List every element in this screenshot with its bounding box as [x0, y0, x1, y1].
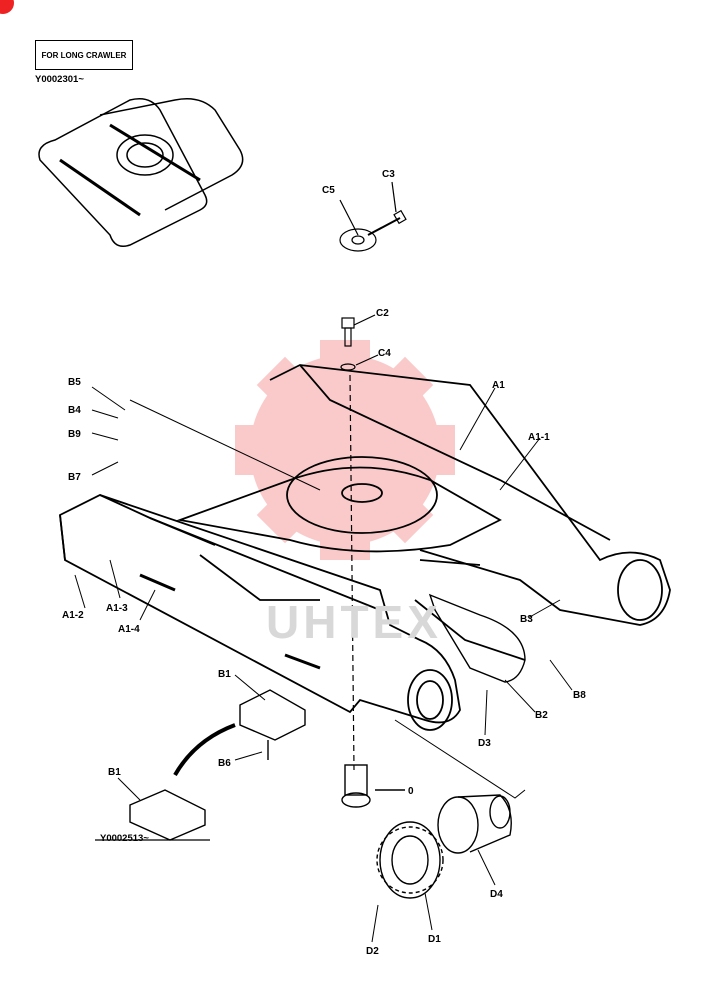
callout-A1-4: A1-4: [118, 624, 140, 635]
callout-D3: D3: [478, 738, 491, 749]
b1-guide-lower: [129, 789, 206, 841]
callout-D1: D1: [428, 934, 441, 945]
corner-badge: [0, 0, 14, 14]
callout-B3: B3: [520, 614, 533, 625]
d1-sprocket: [376, 821, 444, 899]
callout-leaders: [74, 386, 573, 943]
callout-D4: D4: [490, 889, 503, 900]
callout-B4: B4: [68, 405, 81, 416]
b2-cover: [428, 593, 526, 683]
b1-change-arrow: [173, 723, 236, 776]
swivel-joint: [341, 764, 405, 808]
c2-c4-parts: [340, 314, 379, 771]
callout-A1-2: A1-2: [62, 610, 84, 621]
track-frame: [59, 364, 671, 731]
callout-C3: C3: [382, 169, 395, 180]
d4-travel-motor: [437, 794, 512, 854]
callout-B8: B8: [573, 690, 586, 701]
callout-B9: B9: [68, 429, 81, 440]
callout-B2: B2: [535, 710, 548, 721]
callout-A1: A1: [492, 380, 505, 391]
callout-C2: C2: [376, 308, 389, 319]
serial-top: Y0002301~: [35, 74, 84, 85]
callout-A1-3: A1-3: [106, 603, 128, 614]
serial-bottom: Y0002513~: [100, 833, 149, 844]
watermark-text: UHTEX: [266, 596, 442, 648]
d4-leader: [394, 719, 526, 799]
callout-B1-upper: B1: [218, 669, 231, 680]
callout-A1-1: A1-1: [528, 432, 550, 443]
c5-c3-parts: [339, 181, 407, 252]
callout-C5: C5: [322, 185, 335, 196]
callout-D2: D2: [366, 946, 379, 957]
watermark-gear-icon: [235, 340, 455, 560]
callout-C4: C4: [378, 348, 391, 359]
long-crawler-thumbnail: [38, 98, 244, 247]
long-crawler-note: FOR LONG CRAWLER: [35, 40, 133, 70]
b1-guide-upper: [239, 689, 306, 760]
callout-B5: B5: [68, 377, 81, 388]
callout-B7: B7: [68, 472, 81, 483]
callout-B1-lower: B1: [108, 767, 121, 778]
callout-B6: B6: [218, 758, 231, 769]
callout-0: 0: [408, 786, 414, 797]
